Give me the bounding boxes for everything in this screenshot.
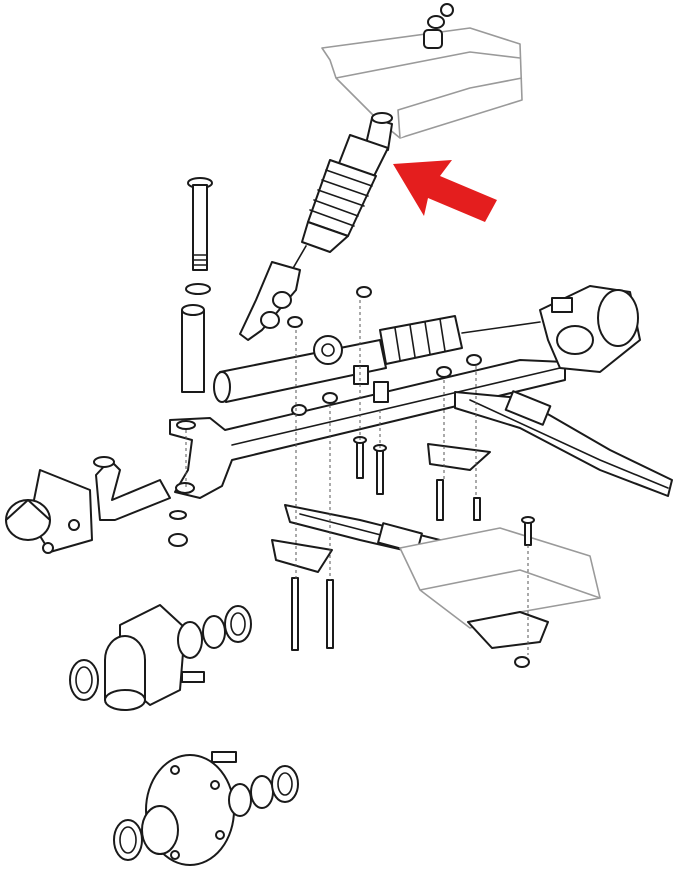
lower-spring-bracket: [467, 611, 549, 649]
steering-bracket: [239, 261, 301, 341]
spring-hanger-bracket: [271, 539, 333, 573]
spring-hanger-bracket: [427, 443, 491, 471]
steering-column: [337, 112, 393, 181]
highlight-arrow: [393, 160, 497, 222]
washer: [185, 283, 211, 295]
right-spindle-hub: [539, 285, 641, 373]
washer: [168, 533, 188, 547]
bolts: [291, 436, 535, 668]
left-spindle-hub: [5, 456, 171, 554]
steering-rack: [213, 315, 541, 403]
spacer-tube: [181, 304, 205, 393]
top-nut-and-bushing: [423, 3, 454, 49]
right-leaf-spring: [454, 390, 673, 497]
lower-frame-section: [399, 527, 601, 629]
king-pin-bolt: [187, 177, 213, 271]
steering-column-boot: [291, 159, 377, 271]
brake-hub-exploded: [113, 751, 299, 866]
alignment-guides: [185, 300, 529, 655]
hub-assembly-exploded: [69, 604, 252, 711]
upper-frame-section: [321, 27, 523, 139]
washer: [169, 510, 187, 520]
nuts: [287, 286, 482, 416]
